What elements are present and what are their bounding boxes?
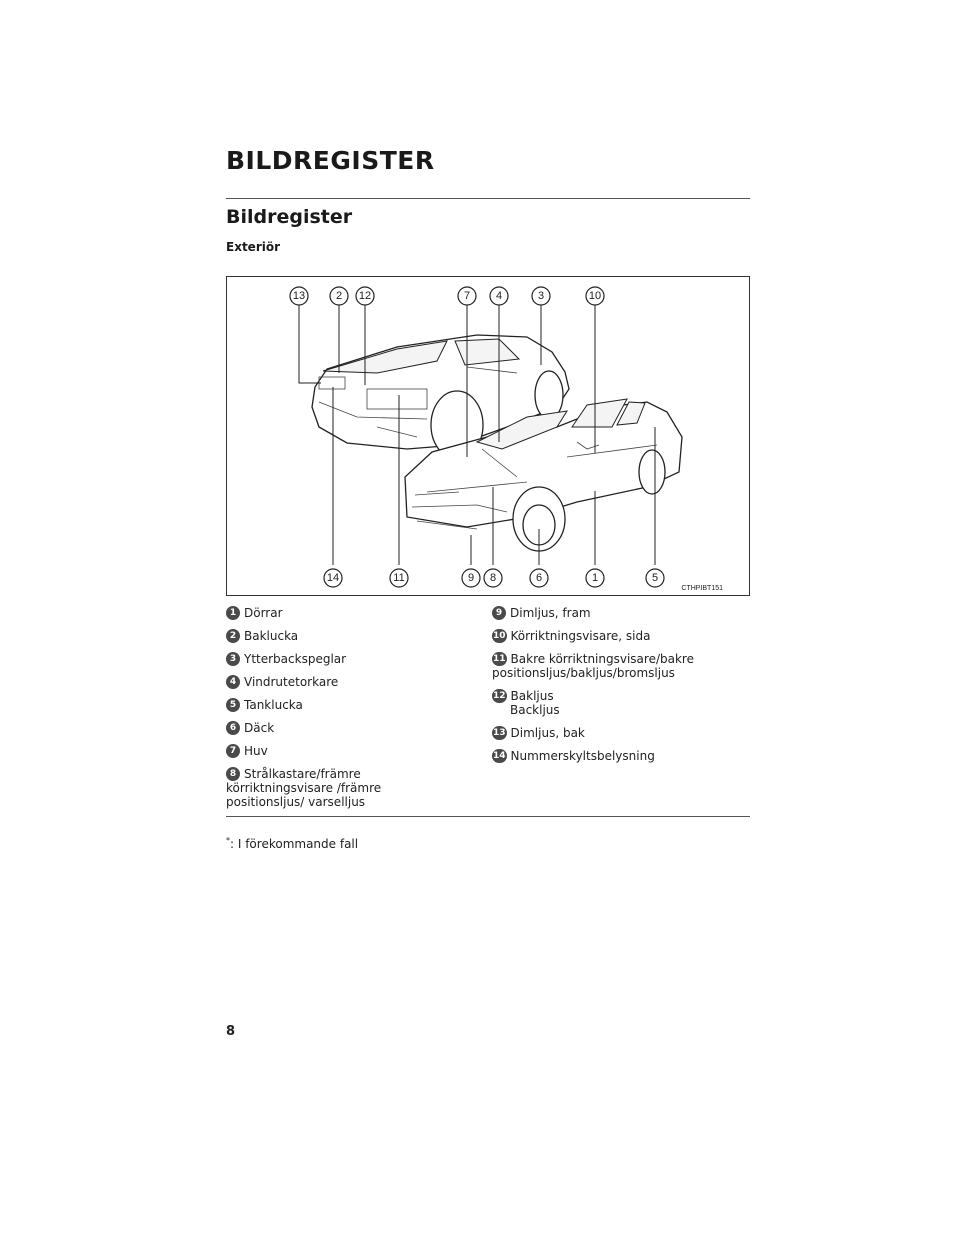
legend-list-left: 1 Dörrar 2 Baklucka 3 Ytterbackspeglar 4 Vin…	[226, 606, 462, 818]
item-number-badge: 5	[226, 698, 240, 712]
svg-text:6: 6	[536, 572, 542, 584]
callout-2: 2	[329, 286, 349, 306]
callout-6: 6	[529, 568, 549, 588]
item-number-badge: 11	[492, 652, 507, 666]
item-text: Körriktningsvisare, sida	[510, 629, 651, 643]
svg-text:5: 5	[652, 572, 658, 584]
list-item: 9 Dimljus, fram	[492, 606, 750, 620]
item-number-badge: 9	[492, 606, 506, 620]
item-number-badge: 6	[226, 721, 240, 735]
item-number-badge: 12	[492, 689, 507, 703]
item-text: Bakre körriktningsvisare/bakre positions…	[492, 652, 694, 680]
list-item: 4 Vindrutetorkare	[226, 675, 462, 689]
svg-text:2: 2	[336, 290, 342, 302]
item-text: Dimljus, bak	[510, 726, 585, 740]
item-text: Huv	[244, 744, 268, 758]
footnote-mark: *	[226, 836, 230, 845]
callout-leaders	[298, 305, 656, 565]
chapter-title: BILDREGISTER	[226, 146, 435, 175]
front-car-drawing	[404, 398, 683, 552]
callout-4: 4	[489, 286, 509, 306]
callout-9: 9	[461, 568, 481, 588]
section-title: Bildregister	[226, 206, 353, 228]
list-item: 1 Dörrar	[226, 606, 462, 620]
svg-text:8: 8	[490, 572, 496, 584]
list-item: 2 Baklucka	[226, 629, 462, 643]
callout-8: 8	[483, 568, 503, 588]
item-number-badge: 7	[226, 744, 240, 758]
header-rule	[226, 198, 750, 199]
callout-1: 1	[585, 568, 605, 588]
svg-text:10: 10	[589, 290, 601, 302]
item-text: Nummerskyltsbelysning	[510, 749, 655, 763]
item-number-badge: 13	[492, 726, 507, 740]
callout-11: 11	[389, 568, 409, 588]
callout-3: 3	[531, 286, 551, 306]
svg-text:1: 1	[592, 572, 598, 584]
callout-7: 7	[457, 286, 477, 306]
item-extra-text: Backljus	[510, 703, 560, 717]
svg-text:9: 9	[468, 572, 474, 584]
svg-text:4: 4	[496, 290, 502, 302]
item-number-badge: 8	[226, 767, 240, 781]
item-text: Strålkastare/främre körriktningsvisare /…	[226, 767, 382, 809]
svg-text:14: 14	[327, 572, 339, 584]
svg-text:3: 3	[538, 290, 544, 302]
footnote-text: : I förekommande fall	[230, 837, 359, 851]
subsection-title: Exteriör	[226, 240, 281, 254]
svg-text:12: 12	[359, 290, 371, 302]
item-text: Däck	[244, 721, 275, 735]
figure-code: CTHPIBT151	[681, 585, 723, 592]
item-text: Ytterbackspeglar	[244, 652, 347, 666]
item-text: Bakljus	[510, 689, 554, 703]
item-text: Vindrutetorkare	[244, 675, 339, 689]
list-item: 7 Huv	[226, 744, 462, 758]
footer-rule	[226, 816, 750, 817]
callout-12: 12	[355, 286, 375, 306]
exterior-figure: 13 2 12 7 4 3 10 14 11 9 8 6 1 5 CTHPIBT…	[226, 276, 750, 596]
svg-text:11: 11	[393, 572, 404, 584]
page-number: 8	[226, 1024, 236, 1039]
callout-14: 14	[323, 568, 343, 588]
list-item: 3 Ytterbackspeglar	[226, 652, 462, 666]
list-item: 5 Tanklucka	[226, 698, 462, 712]
item-text: Dörrar	[244, 606, 283, 620]
item-number-badge: 14	[492, 749, 507, 763]
item-text: Dimljus, fram	[510, 606, 591, 620]
callout-5: 5	[645, 568, 665, 588]
item-number-badge: 10	[492, 629, 507, 643]
list-item: 6 Däck	[226, 721, 462, 735]
item-number-badge: 2	[226, 629, 240, 643]
item-text: Tanklucka	[244, 698, 303, 712]
svg-text:7: 7	[464, 290, 470, 302]
svg-text:13: 13	[293, 290, 305, 302]
item-text: Baklucka	[244, 629, 299, 643]
item-number-badge: 3	[226, 652, 240, 666]
callout-13-top: 13	[289, 286, 309, 306]
car-illustration: 13 2 12 7 4 3 10 14 11 9 8 6 1 5	[289, 286, 683, 588]
footnote: *: I förekommande fall	[226, 836, 358, 851]
item-number-badge: 4	[226, 675, 240, 689]
callout-10: 10	[585, 286, 605, 306]
item-number-badge: 1	[226, 606, 240, 620]
